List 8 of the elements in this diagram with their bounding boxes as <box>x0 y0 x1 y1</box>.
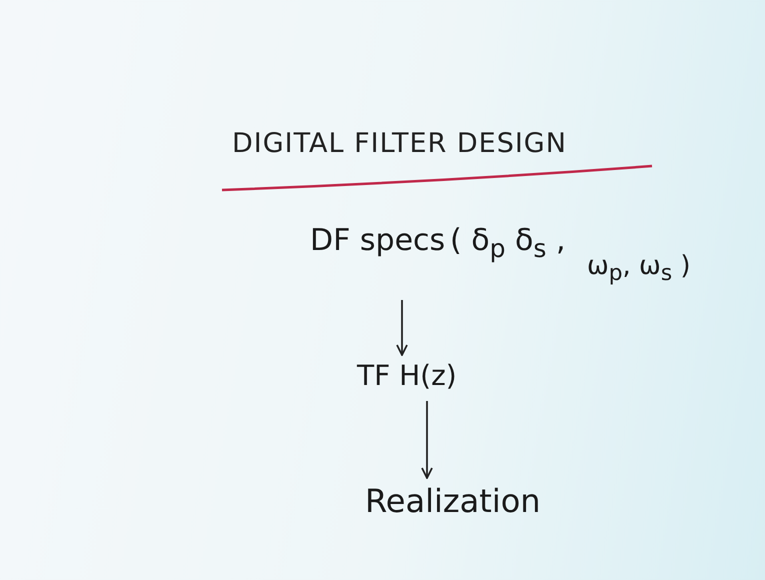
arrow <box>421 401 433 479</box>
node-label: Realization <box>365 482 541 520</box>
title: DIGITAL FILTER DESIGN <box>232 128 567 159</box>
arrow <box>396 300 408 356</box>
math-text: ( δ$_{p}$ δ$_{s}$ , <box>450 223 566 263</box>
math-text: ω$_{p}$, ω$_{s}$ ) <box>587 251 691 286</box>
node-label: TF H(z) <box>357 359 457 392</box>
node-label: DF specs <box>310 223 446 258</box>
